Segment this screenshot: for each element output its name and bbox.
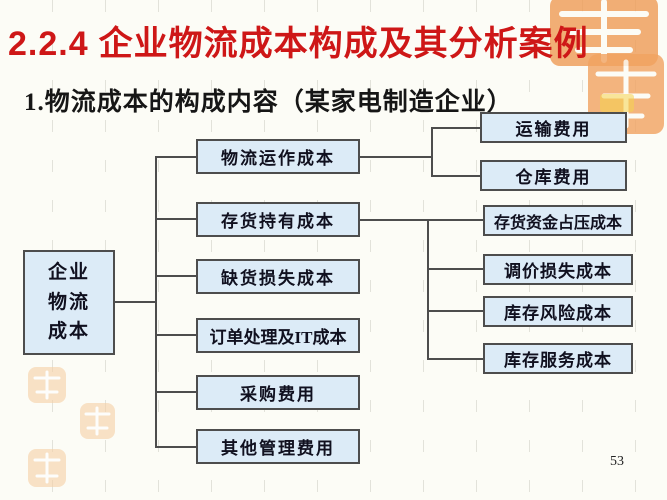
connector-branch1-vertical (431, 127, 433, 177)
node-inventory-holding-cost: 存货持有成本 (196, 202, 360, 237)
node-label: 库存服务成本 (504, 351, 612, 370)
connector-root-to-trunk (115, 301, 156, 303)
node-procurement-expense: 采购费用 (196, 375, 360, 410)
connector-stub (155, 446, 197, 448)
connector-stub (155, 156, 197, 158)
connector-stub (155, 218, 197, 220)
node-label: 运输费用 (515, 120, 592, 139)
connector-holding-branch (360, 219, 483, 221)
page-number: 53 (610, 454, 624, 469)
connector-stub (427, 310, 483, 312)
seal-stamp-watermark (27, 366, 67, 404)
node-label: 其他管理费用 (221, 439, 335, 458)
connector-trunk-left (155, 156, 157, 448)
seal-stamp-watermark (27, 448, 67, 488)
node-label: 采购费用 (240, 385, 316, 404)
connector-stub (427, 268, 483, 270)
node-warehouse-expense: 仓库费用 (480, 160, 627, 191)
node-other-management-expense: 其他管理费用 (196, 429, 360, 464)
connector-operation-branch (360, 156, 433, 158)
node-transport-expense: 运输费用 (480, 112, 627, 143)
node-label: 存货持有成本 (221, 212, 335, 231)
slide-subtitle: 1.物流成本的构成内容（某家电制造企业） (24, 89, 513, 116)
slide-title-number: 2.2.4 (8, 25, 89, 63)
seal-stamp-watermark (79, 402, 116, 440)
node-enterprise-logistics-cost: 企业 物流 成本 (23, 250, 115, 355)
node-order-processing-it-cost: 订单处理及IT成本 (196, 318, 360, 353)
node-logistics-operation-cost: 物流运作成本 (196, 139, 360, 174)
node-label-line: 企业 (47, 262, 90, 284)
node-label-line: 物流 (47, 291, 90, 313)
node-inventory-service-cost: 库存服务成本 (483, 343, 633, 374)
node-label: 缺货损失成本 (221, 269, 335, 288)
node-label: 库存风险成本 (504, 304, 612, 323)
node-label: 存货资金占压成本 (493, 214, 622, 232)
node-label-line: 成本 (47, 321, 90, 343)
node-stockout-loss-cost: 缺货损失成本 (196, 259, 360, 294)
connector-stub (431, 175, 480, 177)
node-label: 仓库费用 (515, 168, 592, 187)
node-inventory-risk-cost: 库存风险成本 (483, 296, 633, 327)
connector-stub (155, 275, 197, 277)
slide-title-text: 企业物流成本构成及其分析案例 (98, 26, 589, 63)
node-inventory-capital-cost: 存货资金占压成本 (483, 205, 633, 236)
connector-stub (427, 358, 483, 360)
node-label: 调价损失成本 (504, 262, 612, 281)
node-label: 订单处理及IT成本 (209, 328, 347, 347)
seal-stamp-watermark (600, 94, 634, 112)
seal-stamp-watermark (548, 0, 660, 68)
connector-stub (155, 334, 197, 336)
connector-stub (155, 391, 197, 393)
connector-stub (431, 127, 480, 129)
node-label: 物流运作成本 (221, 149, 335, 168)
node-price-adjust-loss-cost: 调价损失成本 (483, 254, 633, 285)
connector-branch2-vertical (427, 219, 429, 360)
